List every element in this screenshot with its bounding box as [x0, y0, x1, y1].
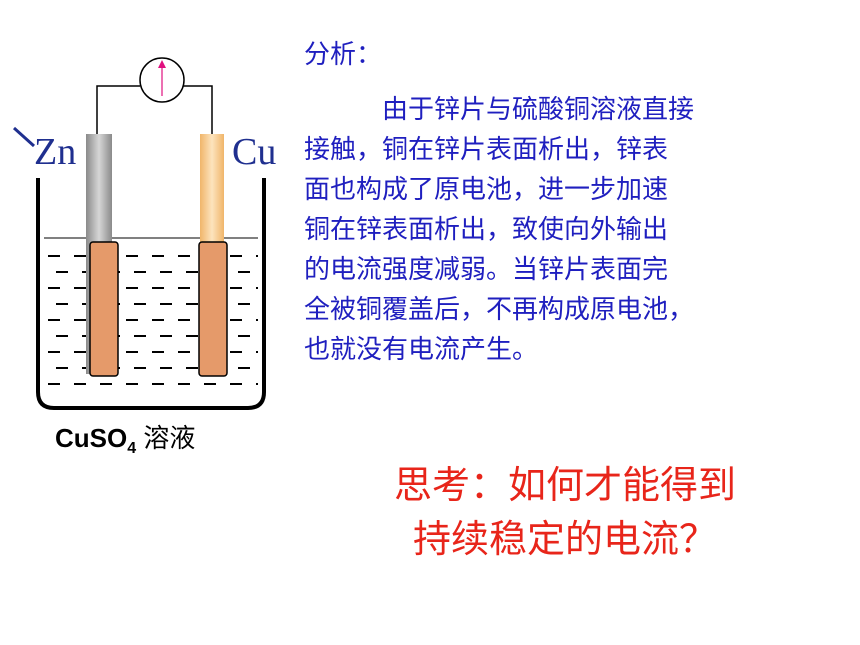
- copper-electrode-submerged: [198, 241, 228, 377]
- solution-formula: CuSO: [55, 423, 128, 453]
- copper-label: Cu: [232, 131, 276, 173]
- analysis-title: 分析：: [304, 40, 383, 70]
- analysis-line: 也就没有电流产生。: [304, 335, 539, 365]
- analysis-line: 的电流强度减弱。当锌片表面完: [304, 255, 669, 285]
- solution-name: 溶液: [143, 424, 196, 454]
- analysis-paragraph: 由于锌片与硫酸铜溶液直接 接触，铜在锌片表面析出，锌表 面也构成了原电池，进一步…: [304, 90, 790, 370]
- question-line-2: 持续稳定的电流？: [412, 517, 717, 561]
- analysis-line: 接触，铜在锌片表面析出，锌表: [304, 135, 669, 165]
- question-line-1: 思考：如何才能得到: [393, 463, 736, 507]
- analysis-line: 由于锌片与硫酸铜溶液直接: [382, 95, 695, 125]
- external-wire: [96, 85, 213, 134]
- beaker: [36, 178, 266, 410]
- zinc-label: Zn: [34, 131, 76, 173]
- zinc-label-tick: [12, 126, 36, 148]
- analysis-line: 面也构成了原电池，进一步加速: [304, 175, 669, 205]
- electrochemical-cell-diagram: Zn Cu: [12, 57, 276, 410]
- copper-deposit-on-zinc: [89, 241, 119, 377]
- solution-label: CuSO4 溶液: [55, 418, 195, 458]
- galvanometer-icon: [139, 57, 185, 103]
- analysis-line: 全被铜覆盖后，不再构成原电池，: [304, 295, 695, 325]
- solution-formula-subscript: 4: [127, 440, 137, 458]
- analysis-line: 铜在锌表面析出，致使向外输出: [304, 215, 669, 245]
- thinking-question: 思考：如何才能得到 持续稳定的电流？: [330, 458, 800, 566]
